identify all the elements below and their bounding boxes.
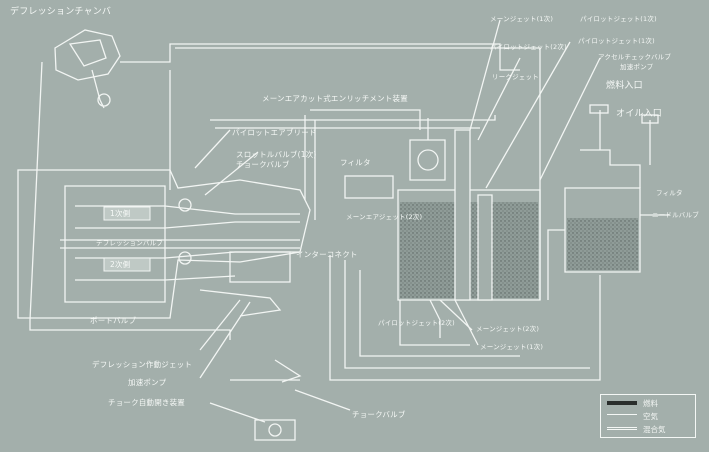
legend-swatch-air (607, 414, 637, 415)
float-chamber-right (564, 187, 641, 273)
legend-item-mixture: 混合気 (603, 423, 693, 435)
label-accel-pump-top: 加速ポンプ (620, 63, 654, 71)
label-accel-check-valve: アクセルチェックバルブ (598, 53, 672, 61)
float-bowl (397, 189, 541, 301)
legend-swatch-mixture (607, 427, 637, 430)
legend: 燃料 空気 混合気 (600, 394, 696, 438)
label-pilot-jet-2-top: パイロットジェット(2次) (490, 43, 567, 51)
legend-item-fuel: 燃料 (603, 397, 693, 409)
label-deflection-jet: デフレッション作動ジェット (92, 360, 193, 369)
label-pilot-jet-2-bottom: パイロットジェット(2次) (378, 319, 455, 327)
label-auto-choke: チョーク自動開き装置 (108, 398, 185, 407)
label-main-jet-1-bottom: メーンジェット(1次) (480, 343, 544, 351)
filter-box-left (344, 175, 394, 199)
label-fuel-inlet: 燃料入口 (606, 81, 643, 91)
label-main-jet-2: メーンジェット(2次) (476, 325, 540, 333)
secondary-tag-box (103, 257, 151, 272)
legend-swatch-fuel (607, 401, 637, 405)
label-port-valve: ポートバルブ (90, 316, 137, 325)
carburetor-body (17, 169, 311, 319)
label-deflection-valve: デフレッションバルブ (96, 239, 163, 247)
label-choke-valve-bottom: チョークバルブ (352, 410, 406, 419)
label-main-air-enrich: メーンエアカット式エンリッチメント装置 (262, 94, 408, 103)
label-deflection-chamber: デフレッションチャンバ (10, 7, 112, 17)
label-pilot-air-bleed: パイロットエアブリード (232, 128, 317, 137)
label-pilot-jet-1b: パイロットジェット(1次) (578, 37, 655, 45)
label-leak-jet: リークジェット (492, 73, 539, 81)
label-accel-pump: 加速ポンプ (128, 378, 167, 387)
legend-item-air: 空気 (603, 410, 693, 422)
legend-label-mixture: 混合気 (643, 425, 666, 434)
deflection-chamber-shape (54, 29, 121, 81)
enrichment-device (409, 139, 446, 181)
label-filter-right: フィルタ (656, 189, 683, 197)
legend-label-fuel: 燃料 (643, 399, 658, 408)
label-main-jet-1: メーンジェット(1次) (490, 15, 554, 23)
legend-label-air: 空気 (643, 412, 658, 421)
label-throttle-valve-1: スロットルバルブ(1次) (236, 150, 317, 159)
label-filter-left: フィルタ (340, 158, 371, 167)
label-pilot-jet-1: パイロットジェット(1次) (580, 15, 657, 23)
label-primary-tag: 1次側 (110, 209, 131, 218)
label-choke-valve-top: チョークバルブ (236, 160, 290, 169)
label-main-air-jet-2: メーンエアジェット(2次) (346, 213, 423, 221)
label-oil-inlet: オイル入口 (616, 109, 663, 119)
chamber-rod-end (97, 93, 111, 107)
label-interconnect: インターコネクト (296, 250, 358, 259)
label-secondary-tag: 2次側 (110, 260, 131, 269)
label-needle-valve: ニードルバルブ (652, 211, 699, 219)
primary-tag-box (103, 206, 151, 221)
